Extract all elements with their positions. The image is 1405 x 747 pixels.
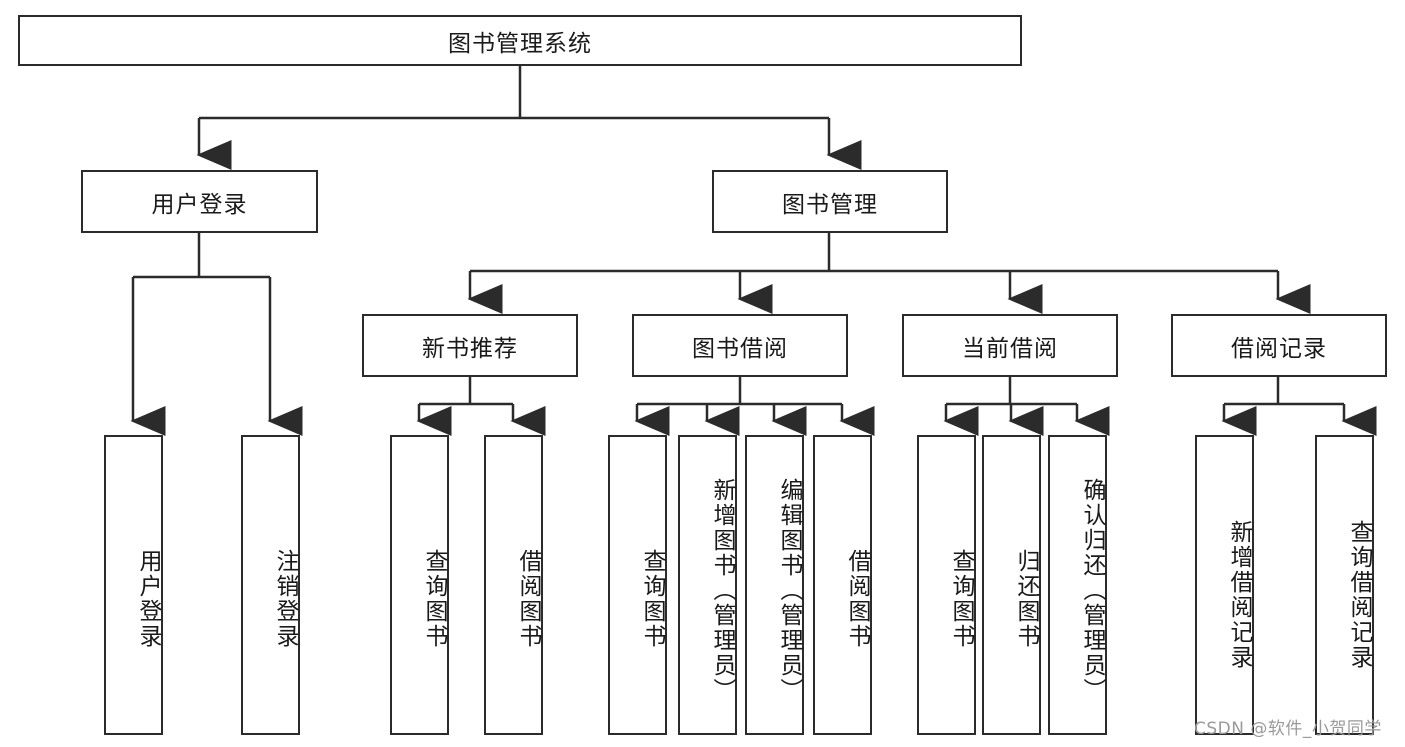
- node-label: 编辑图书（管理员）: [776, 477, 802, 703]
- node-book-manage[interactable]: 图书管理: [712, 170, 948, 233]
- node-label: 用户登录: [135, 549, 161, 649]
- node-label: 注销登录: [272, 549, 298, 649]
- node-label: 查询图书: [639, 549, 665, 649]
- node-user-login[interactable]: 用户登录: [81, 170, 318, 233]
- leaf-query-record[interactable]: 查询借阅记录: [1315, 435, 1374, 735]
- node-label: 查询借阅记录: [1346, 520, 1372, 670]
- node-current-borrow[interactable]: 当前借阅: [902, 314, 1118, 377]
- leaf-query-book-3[interactable]: 查询图书: [917, 435, 976, 735]
- node-label: 查询图书: [948, 549, 974, 649]
- node-new-book-recommend[interactable]: 新书推荐: [362, 314, 578, 377]
- node-label: 查询图书: [421, 549, 447, 649]
- leaf-edit-book[interactable]: 编辑图书（管理员）: [745, 435, 804, 735]
- node-label: 归还图书: [1013, 549, 1039, 649]
- node-label: 当前借阅: [962, 335, 1058, 362]
- leaf-confirm-return[interactable]: 确认归还（管理员）: [1048, 435, 1107, 735]
- leaf-borrow-book-2[interactable]: 借阅图书: [813, 435, 872, 735]
- node-label: 图书借阅: [692, 335, 788, 362]
- node-root-book-management-system[interactable]: 图书管理系统: [18, 15, 1022, 66]
- node-book-borrow[interactable]: 图书借阅: [632, 314, 848, 377]
- node-label: 借阅图书: [844, 549, 870, 649]
- leaf-query-book-2[interactable]: 查询图书: [608, 435, 667, 735]
- leaf-logout[interactable]: 注销登录: [241, 435, 300, 735]
- node-label: 用户登录: [151, 191, 248, 218]
- node-label: 新增图书（管理员）: [709, 477, 735, 703]
- node-label: 借阅图书: [515, 549, 541, 649]
- node-label: 图书管理系统: [448, 30, 592, 57]
- node-borrow-record[interactable]: 借阅记录: [1171, 314, 1387, 377]
- leaf-add-book[interactable]: 新增图书（管理员）: [678, 435, 737, 735]
- node-label: 确认归还（管理员）: [1079, 477, 1105, 703]
- watermark-text: CSDN @软件_小贺同学: [1194, 719, 1382, 739]
- leaf-return-book[interactable]: 归还图书: [982, 435, 1041, 735]
- node-label: 新书推荐: [422, 335, 518, 362]
- leaf-add-record[interactable]: 新增借阅记录: [1195, 435, 1254, 735]
- leaf-borrow-book-1[interactable]: 借阅图书: [484, 435, 543, 735]
- leaf-query-book-1[interactable]: 查询图书: [390, 435, 449, 735]
- node-label: 图书管理: [782, 191, 878, 218]
- node-label: 新增借阅记录: [1226, 520, 1252, 670]
- node-label: 借阅记录: [1231, 335, 1327, 362]
- leaf-user-login[interactable]: 用户登录: [104, 435, 163, 735]
